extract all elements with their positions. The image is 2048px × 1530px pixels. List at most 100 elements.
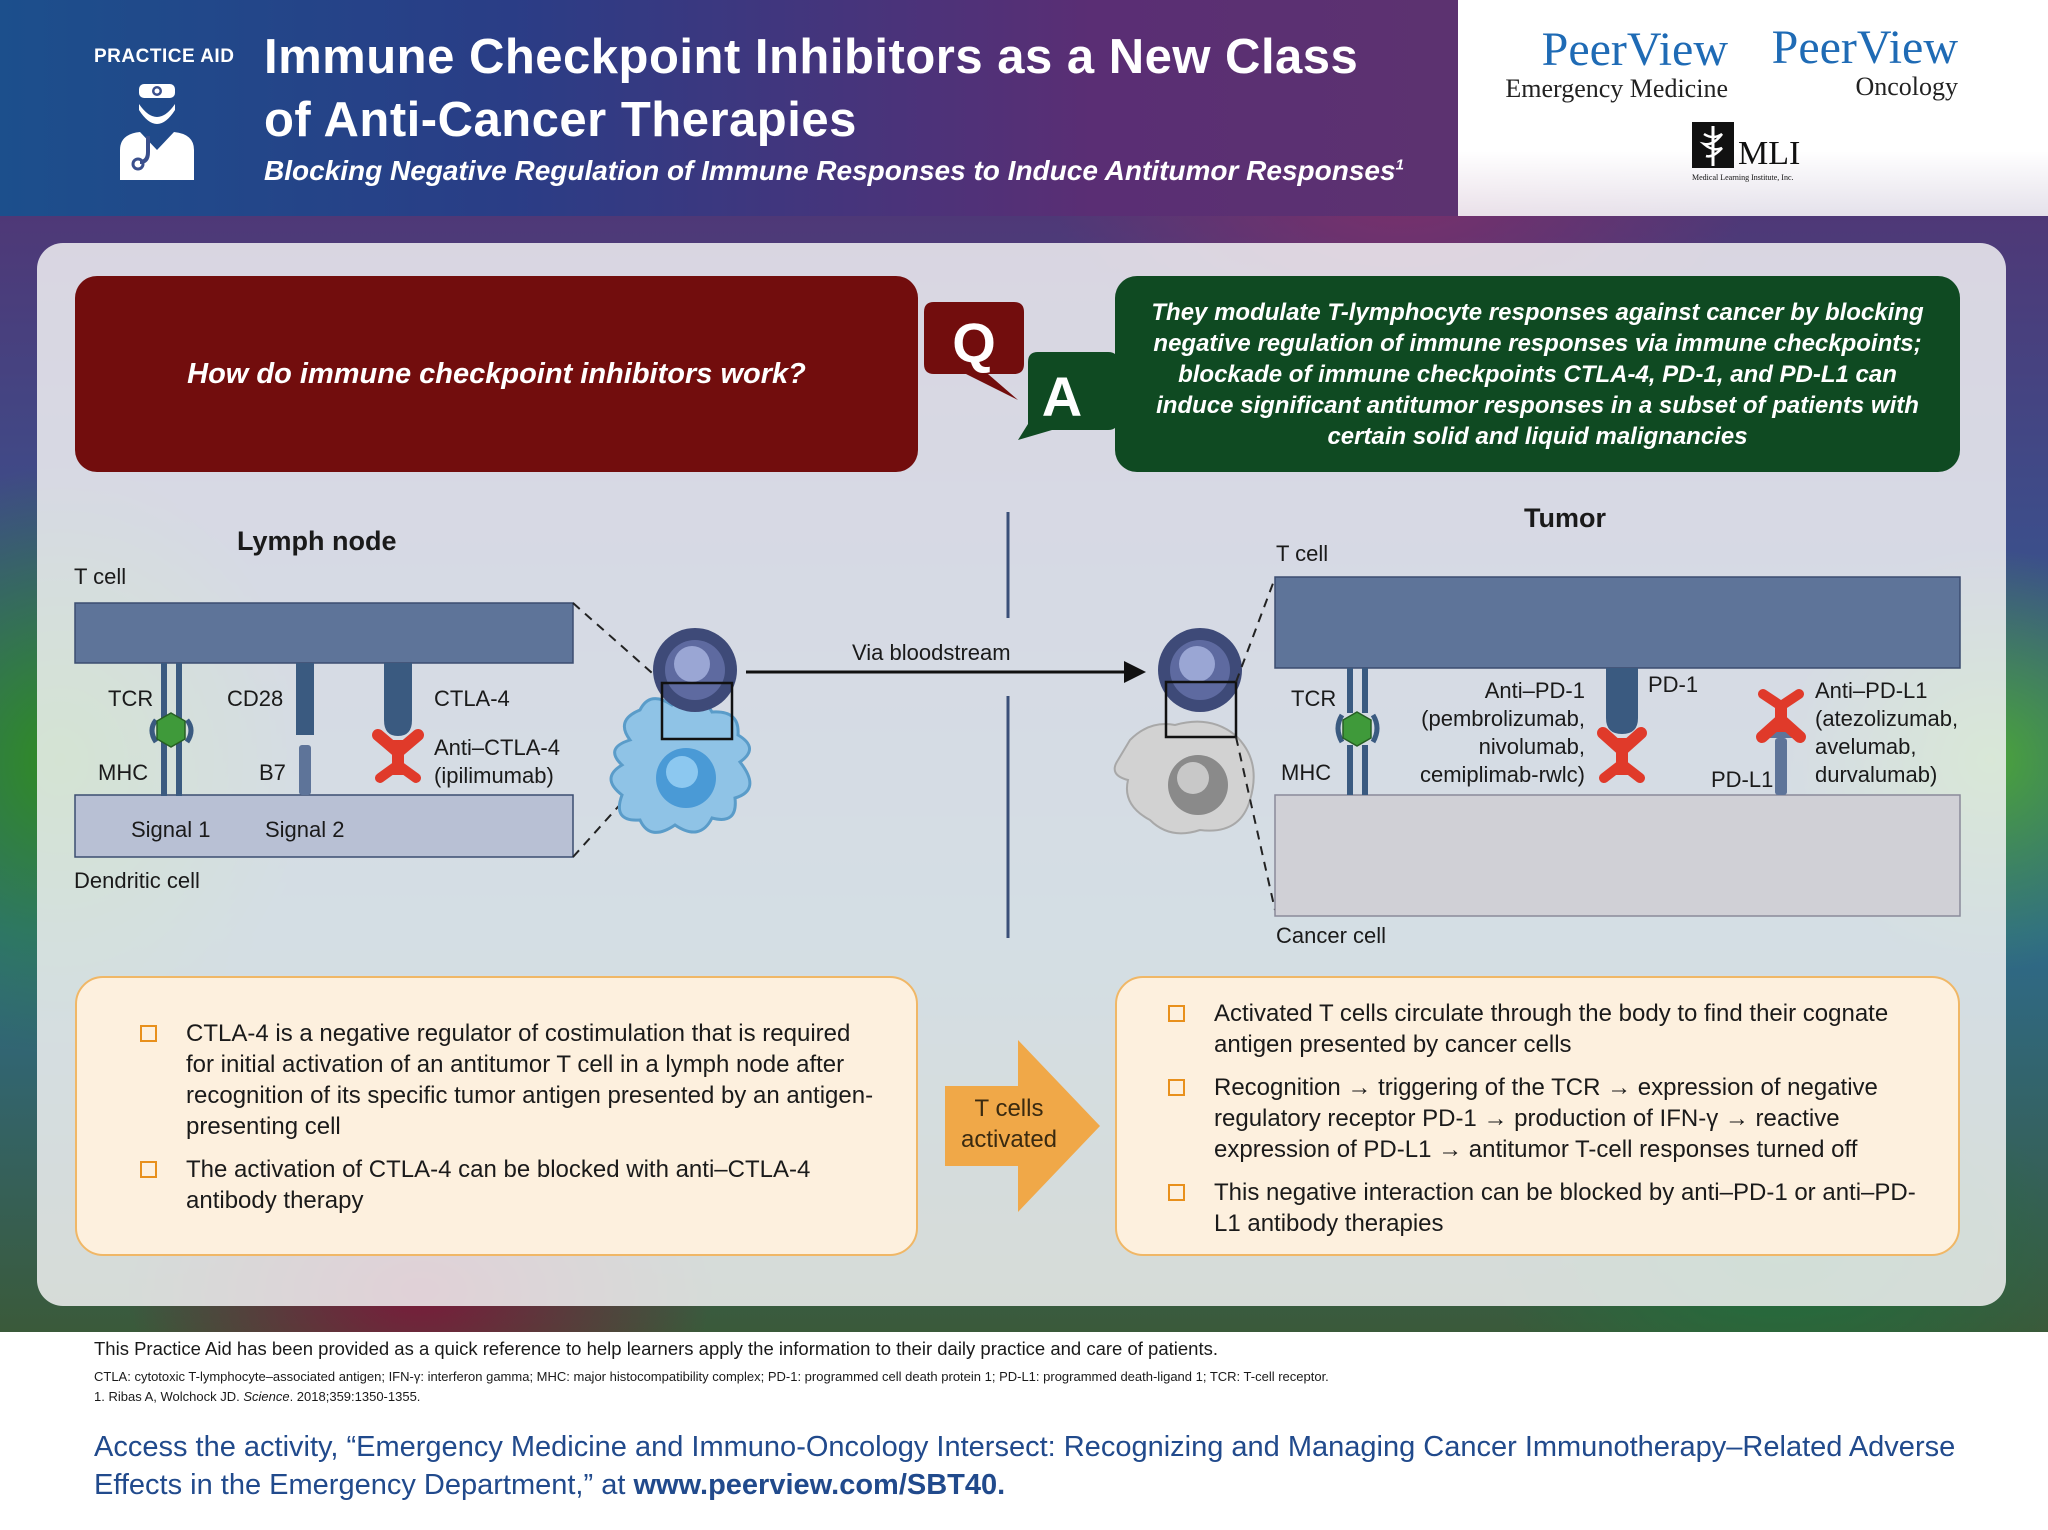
anti-pdl1-antibody <box>1756 689 1806 743</box>
mechanism-diagram <box>74 512 1961 938</box>
a-letter: A <box>1042 365 1082 428</box>
dendritic-cell-membrane <box>74 794 574 858</box>
anti-pdl1-drug-2: avelumab, <box>1815 734 1917 759</box>
list-item: Activated T cells circulate through the … <box>1168 998 1928 1060</box>
list-item-text: Recognition → triggering of the TCR → ex… <box>1214 1074 1878 1163</box>
signal-1-label: Signal 1 <box>131 817 211 842</box>
anti-pd1-drug-3: cemiplimab-rwlc) <box>1419 762 1585 787</box>
title-line-2: of Anti-Cancer Therapies <box>264 93 857 147</box>
pd1-receptor <box>1606 668 1638 734</box>
header-band <box>0 0 1458 216</box>
b7-label: B7 <box>259 760 286 785</box>
list-item: The activation of CTLA-4 can be blocked … <box>140 1154 880 1216</box>
practice-aid-label: PRACTICE AID <box>94 46 235 67</box>
peerview-oncology-sub: Oncology <box>1855 72 1958 101</box>
activated-tcell-illustration <box>1158 628 1242 712</box>
pdl1-label: PD-L1 <box>1711 767 1774 792</box>
reference-suffix: . 2018;359:1350-1355. <box>289 1389 421 1404</box>
reference-prefix: 1. Ribas A, Wolchock JD. <box>94 1389 244 1404</box>
subtitle-reference: 1 <box>1395 156 1404 174</box>
question-text: How do immune checkpoint inhibitors work… <box>187 357 806 390</box>
qa-speech-bubbles: Q A <box>924 302 1118 440</box>
footer-abbreviations: CTLA: cytotoxic T-lymphocyte–associated … <box>94 1369 1329 1384</box>
right-tcell-membrane <box>1274 576 1961 669</box>
bullet-square-icon <box>140 1161 157 1178</box>
tcr-mhc-complex-left <box>149 663 194 796</box>
peerview-brand: PeerView <box>1771 21 1958 74</box>
page-subtitle: Blocking Negative Regulation of Immune R… <box>264 155 1404 187</box>
tcr-mhc-complex-right <box>1335 668 1380 795</box>
t-cells-activated-arrow <box>945 1040 1100 1212</box>
doctor-icon <box>120 84 194 180</box>
anti-pdl1-drug-3: durvalumab) <box>1815 762 1938 787</box>
anti-pd1-drug-2: nivolumab, <box>1478 734 1585 759</box>
bullet-square-icon <box>1168 1184 1185 1201</box>
access-text: Access the activity, “Emergency Medicine… <box>94 1431 1956 1501</box>
footer-reference: 1. Ribas A, Wolchock JD. Science. 2018;3… <box>94 1389 420 1404</box>
peerview-oncology-logo: PeerView Oncology <box>1760 24 1958 102</box>
list-item: Recognition → triggering of the TCR → ex… <box>1168 1072 1928 1165</box>
arrow-line-1: T cells <box>974 1095 1044 1122</box>
page-title: Immune Checkpoint Inhibitors as a New Cl… <box>264 26 1444 152</box>
anti-ctla4-label: Anti–CTLA-4 <box>434 735 560 760</box>
anti-pdl1-label: Anti–PD-L1 <box>1815 678 1928 703</box>
tumor-title: Tumor <box>1524 503 1606 533</box>
naive-tcell-illustration <box>653 628 737 712</box>
t-cells-activated-label: T cells activated <box>945 1093 1073 1155</box>
peerview-emergency-logo: PeerView Emergency Medicine <box>1480 26 1728 104</box>
dendritic-cell-label: Dendritic cell <box>74 868 200 893</box>
mli-name: MLI <box>1738 135 1800 172</box>
mhc-label-left: MHC <box>98 760 149 785</box>
anti-pd1-label: Anti–PD-1 <box>1484 678 1585 703</box>
peerview-emergency-sub: Emergency Medicine <box>1505 74 1728 103</box>
arrow-line-2: activated <box>960 1126 1058 1153</box>
anti-ctla4-antibody <box>372 729 424 783</box>
left-tcell-membrane <box>74 602 574 664</box>
lymph-node-title: Lymph node <box>237 526 397 556</box>
ctla4-info-list: CTLA-4 is a negative regulator of costim… <box>140 1018 880 1228</box>
bullet-square-icon <box>1168 1005 1185 1022</box>
list-item-text: Activated T cells circulate through the … <box>1214 1000 1889 1058</box>
q-letter: Q <box>952 311 996 374</box>
answer-text: They modulate T-lymphocyte responses aga… <box>1151 298 1924 450</box>
reference-journal: Science <box>243 1389 290 1404</box>
anti-pd1-antibody <box>1597 727 1647 783</box>
dendritic-cell-illustration <box>609 697 752 834</box>
bloodstream-label: Via bloodstream <box>852 640 1011 665</box>
ctla4-info-box: CTLA-4 is a negative regulator of costim… <box>75 976 918 1256</box>
right-tcell-label: T cell <box>1276 541 1329 566</box>
ctla4-label: CTLA-4 <box>434 686 510 711</box>
anti-pdl1-drug-1: (atezolizumab, <box>1815 706 1959 731</box>
ctla4-receptor <box>384 663 412 736</box>
list-item-text: The activation of CTLA-4 can be blocked … <box>186 1156 811 1214</box>
zoom-box-right <box>1164 680 1238 739</box>
footer-note: This Practice Aid has been provided as a… <box>94 1338 1218 1359</box>
logo-area <box>1458 0 2048 216</box>
mli-logo: MLI Medical Learning Institute, Inc. <box>1692 122 1800 182</box>
mhc-label-right: MHC <box>1281 760 1332 785</box>
list-item-text: CTLA-4 is a negative regulator of costim… <box>186 1020 874 1140</box>
zoom-box-left <box>660 681 734 741</box>
cd28-label: CD28 <box>227 686 284 711</box>
anti-pd1-drug-1: (pembrolizumab, <box>1421 706 1585 731</box>
subtitle-text: Blocking Negative Regulation of Immune R… <box>264 155 1396 186</box>
list-item-text: This negative interaction can be blocked… <box>1214 1179 1916 1237</box>
bullet-square-icon <box>140 1025 157 1042</box>
tcr-label-right: TCR <box>1291 686 1337 711</box>
list-item: This negative interaction can be blocked… <box>1168 1177 1928 1239</box>
cancer-cell-illustration <box>1113 720 1255 835</box>
tcr-label-left: TCR <box>108 686 154 711</box>
answer-box: They modulate T-lymphocyte responses aga… <box>1115 276 1960 472</box>
pd1-info-list: Activated T cells circulate through the … <box>1168 998 1928 1251</box>
access-link[interactable]: www.peerview.com/SBT40. <box>633 1469 1006 1501</box>
cancer-cell-membrane <box>1274 794 1961 917</box>
bullet-square-icon <box>1168 1079 1185 1096</box>
question-box: How do immune checkpoint inhibitors work… <box>75 276 918 472</box>
peerview-brand: PeerView <box>1541 23 1728 76</box>
title-line-1: Immune Checkpoint Inhibitors as a New Cl… <box>264 30 1359 84</box>
footer-access-text: Access the activity, “Emergency Medicine… <box>94 1428 1994 1504</box>
list-item: CTLA-4 is a negative regulator of costim… <box>140 1018 880 1142</box>
cancer-cell-label: Cancer cell <box>1276 923 1387 948</box>
ipilimumab-label: (ipilimumab) <box>434 763 554 788</box>
pd1-info-box: Activated T cells circulate through the … <box>1115 976 1960 1256</box>
